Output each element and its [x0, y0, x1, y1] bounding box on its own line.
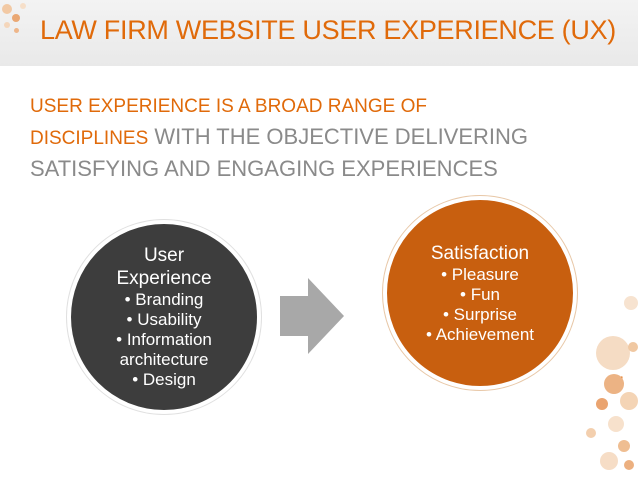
right-arrow-icon — [280, 278, 344, 354]
subtitle-highlight-line2: DISCIPLINES — [30, 128, 149, 149]
list-item: • Fun — [460, 284, 500, 304]
list-item: • Design — [132, 370, 196, 389]
title-band — [0, 0, 638, 66]
list-item: • Branding — [124, 290, 204, 309]
subtitle-line2-rest: WITH THE OBJECTIVE DELIVERING — [148, 124, 529, 149]
subtitle-highlight-line1: USER EXPERIENCE IS A BROAD RANGE OF — [30, 96, 427, 117]
list-item: • Surprise — [443, 304, 517, 324]
satisfaction-circle: Satisfaction • Pleasure • Fun • Surprise… — [383, 196, 577, 390]
list-item: architecture — [119, 350, 209, 369]
page-title: LAW FIRM WEBSITE USER EXPERIENCE (UX) — [40, 15, 616, 45]
subtitle: USER EXPERIENCE IS A BROAD RANGE OF DISC… — [30, 90, 610, 184]
satisfaction-heading: Satisfaction — [430, 242, 530, 264]
user-experience-heading-line2: Experience — [116, 268, 212, 289]
subtitle-line3: SATISFYING AND ENGAGING EXPERIENCES — [30, 156, 498, 181]
list-item: • Achievement — [425, 324, 534, 344]
list-item: • Pleasure — [441, 264, 519, 284]
user-experience-circle: User Experience • Branding • Usability •… — [67, 220, 261, 414]
user-experience-heading-line1: User — [143, 245, 185, 266]
list-item: • Information — [116, 330, 212, 349]
list-item: • Usability — [126, 310, 202, 329]
